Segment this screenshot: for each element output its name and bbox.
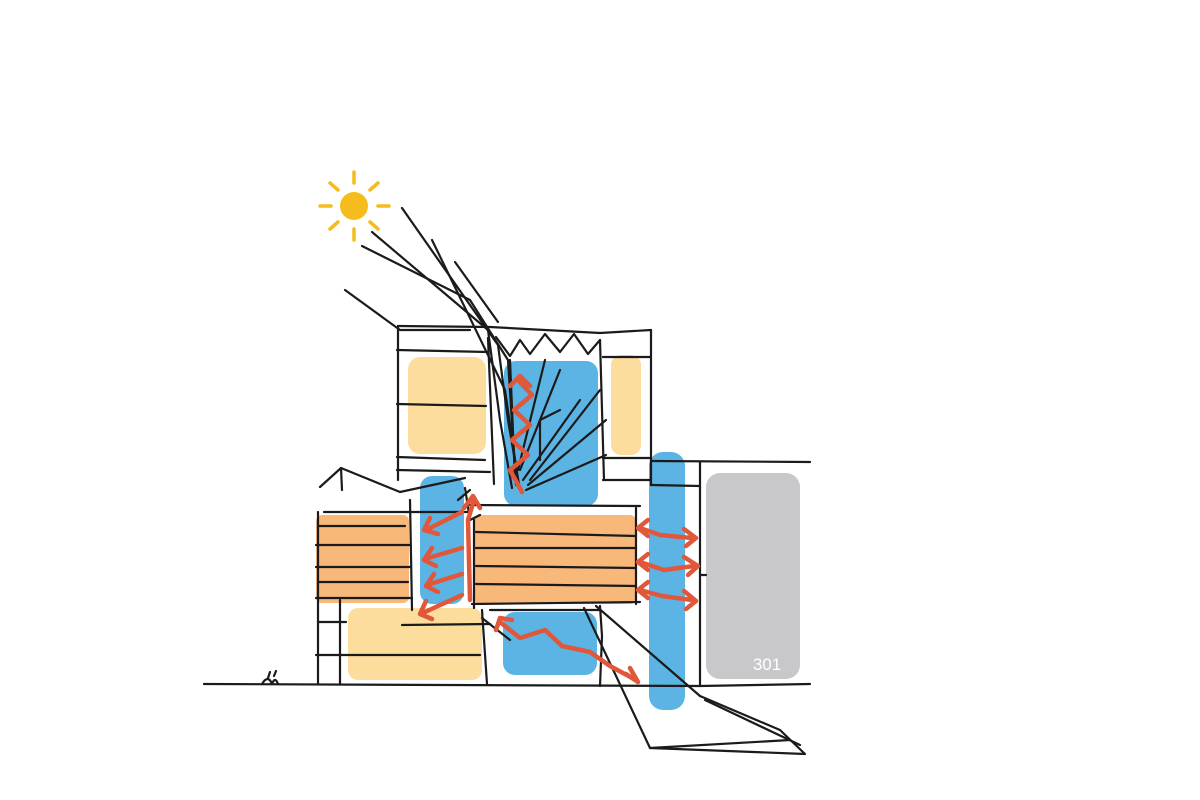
zone-left-orange [316, 515, 409, 603]
zone-lower-blue [503, 612, 597, 675]
zone-upper-right-yellow [611, 355, 641, 455]
airflow-left-4 [422, 592, 465, 615]
airflow-lower-exit [497, 619, 639, 683]
zone-left-shaft-blue [420, 476, 464, 604]
airflow-right-2 [637, 559, 697, 573]
zone-lower-yellow [348, 608, 482, 680]
zone-fills [316, 355, 800, 710]
neighbor-building-gray [706, 473, 800, 679]
airflow-left-vertical [465, 497, 477, 603]
sun-icon [318, 170, 391, 242]
airflow-arrows [417, 373, 701, 685]
airflow-right-3 [637, 587, 695, 603]
zone-center-orange [474, 515, 636, 604]
airflow-left-3 [427, 571, 465, 587]
airflow-left-1 [427, 509, 465, 531]
zone-right-shaft-blue [649, 452, 685, 710]
airflow-right-1 [637, 525, 695, 541]
sketch-linework [202, 206, 812, 756]
airflow-zigzag-rising [507, 377, 535, 495]
building-label: 301 [753, 655, 781, 674]
airflow-left-2 [425, 545, 465, 561]
